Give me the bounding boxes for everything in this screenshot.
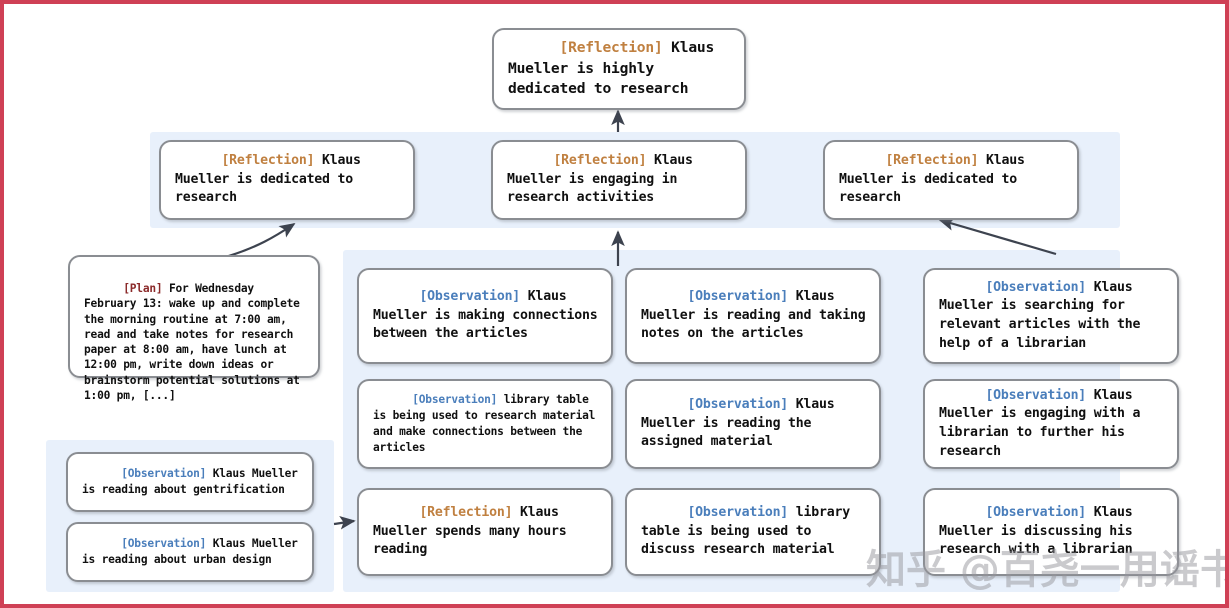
- node-body: library table is being used to research …: [373, 393, 602, 454]
- node-text: [Reflection] Klaus Mueller is engaging i…: [507, 133, 735, 227]
- tag-observation: [Observation]: [687, 288, 789, 304]
- node-body: Klaus Mueller is making connections betw…: [373, 288, 606, 342]
- node-text: [Observation] Klaus Mueller is reading a…: [82, 450, 302, 514]
- tag-observation: [Observation]: [121, 537, 207, 551]
- node-text: [Observation] library table is being use…: [373, 376, 601, 471]
- node-col2-row2[interactable]: [Observation] Klaus Mueller is reading t…: [625, 379, 881, 469]
- node-text: [Observation] Klaus Mueller is making co…: [373, 269, 601, 363]
- node-col1-row3[interactable]: [Reflection] Klaus Mueller spends many h…: [357, 488, 613, 576]
- node-text: [Observation] Klaus Mueller is reading t…: [641, 377, 869, 471]
- node-body: Klaus Mueller is engaging in research ac…: [507, 152, 701, 206]
- node-col1-row1[interactable]: [Observation] Klaus Mueller is making co…: [357, 268, 613, 364]
- node-body: Klaus Mueller is highly dedicated to res…: [508, 38, 723, 98]
- node-body: Klaus Mueller is discussing his research…: [939, 504, 1141, 558]
- tag-observation: [Observation]: [121, 467, 207, 481]
- node-body: Klaus Mueller spends many hours reading: [373, 504, 575, 558]
- node-text: [Observation] Klaus Mueller is reading a…: [641, 269, 869, 363]
- node-body: For Wednesday February 13: wake up and c…: [84, 282, 307, 402]
- node-body: library table is being used to discuss r…: [641, 504, 858, 558]
- tag-observation: [Observation]: [687, 504, 789, 520]
- tag-observation: [Observation]: [985, 387, 1087, 403]
- node-mid-reflection-center[interactable]: [Reflection] Klaus Mueller is engaging i…: [491, 140, 747, 220]
- tag-observation: [Observation]: [412, 393, 498, 407]
- node-col1-row2[interactable]: [Observation] library table is being use…: [357, 379, 613, 469]
- node-plan[interactable]: [Plan] For Wednesday February 13: wake u…: [68, 255, 320, 402]
- tag-observation: [Observation]: [419, 288, 521, 304]
- node-body: Klaus Mueller is searching for relevant …: [939, 279, 1148, 351]
- node-col3-row2[interactable]: [Observation] Klaus Mueller is engaging …: [923, 379, 1179, 469]
- tag-observation: [Observation]: [687, 396, 789, 412]
- node-text: [Observation] Klaus Mueller is engaging …: [939, 368, 1167, 480]
- node-text: [Observation] Klaus Mueller is reading a…: [82, 520, 302, 584]
- tag-reflection: [Reflection]: [419, 504, 513, 520]
- node-text: [Reflection] Klaus Mueller is dedicated …: [839, 133, 1067, 227]
- node-text: [Reflection] Klaus Mueller is dedicated …: [175, 133, 403, 227]
- node-obs-bottomleft-2[interactable]: [Observation] Klaus Mueller is reading a…: [66, 522, 314, 582]
- node-text: [Observation] Klaus Mueller is discussin…: [939, 485, 1167, 579]
- node-body: Klaus Mueller is dedicated to research: [839, 152, 1033, 206]
- node-body: Klaus Mueller is reading about gentrific…: [82, 467, 305, 496]
- node-col3-row1[interactable]: [Observation] Klaus Mueller is searching…: [923, 268, 1179, 364]
- node-obs-bottomleft-1[interactable]: [Observation] Klaus Mueller is reading a…: [66, 452, 314, 512]
- node-body: Klaus Mueller is reading and taking note…: [641, 288, 874, 342]
- tag-reflection: [Reflection]: [553, 152, 647, 168]
- node-text: [Observation] Klaus Mueller is searching…: [939, 260, 1167, 372]
- tag-reflection: [Reflection]: [221, 152, 315, 168]
- node-body: Klaus Mueller is dedicated to research: [175, 152, 369, 206]
- node-body: Klaus Mueller is reading about urban des…: [82, 537, 305, 566]
- node-text: [Reflection] Klaus Mueller is highly ded…: [508, 17, 734, 121]
- node-text: [Reflection] Klaus Mueller spends many h…: [373, 485, 601, 579]
- node-body: Klaus Mueller is reading the assigned ma…: [641, 396, 843, 450]
- tag-observation: [Observation]: [985, 504, 1087, 520]
- node-col3-row3[interactable]: [Observation] Klaus Mueller is discussin…: [923, 488, 1179, 576]
- node-text: [Observation] library table is being use…: [641, 485, 869, 579]
- node-col2-row1[interactable]: [Observation] Klaus Mueller is reading a…: [625, 268, 881, 364]
- tag-reflection: [Reflection]: [559, 38, 663, 56]
- node-mid-reflection-left[interactable]: [Reflection] Klaus Mueller is dedicated …: [159, 140, 415, 220]
- node-body: Klaus Mueller is engaging with a librari…: [939, 387, 1148, 459]
- node-top-reflection[interactable]: [Reflection] Klaus Mueller is highly ded…: [492, 28, 746, 110]
- node-mid-reflection-right[interactable]: [Reflection] Klaus Mueller is dedicated …: [823, 140, 1079, 220]
- node-text: [Plan] For Wednesday February 13: wake u…: [84, 266, 308, 418]
- tag-reflection: [Reflection]: [885, 152, 979, 168]
- tag-plan: [Plan]: [123, 282, 163, 296]
- tag-observation: [Observation]: [985, 279, 1087, 295]
- node-col2-row3[interactable]: [Observation] library table is being use…: [625, 488, 881, 576]
